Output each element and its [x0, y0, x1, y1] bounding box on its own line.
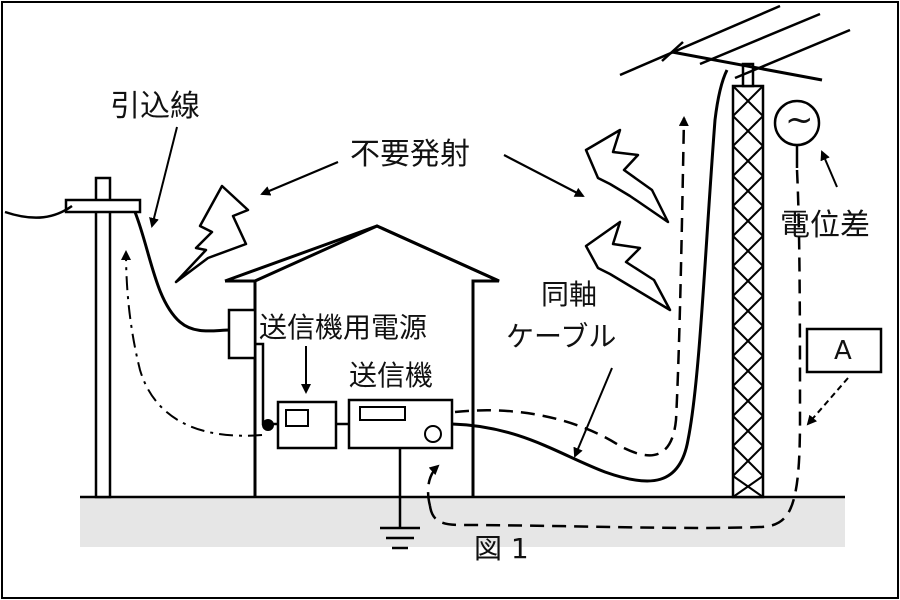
label-ammeter: A	[834, 336, 852, 366]
leader-emission-right	[503, 154, 585, 197]
ground-current-path	[428, 169, 802, 530]
tower-brace	[732, 355, 764, 387]
tower-brace	[732, 115, 764, 147]
label-unwanted-emission: 不要発射	[350, 137, 470, 172]
tower-brace	[732, 475, 764, 498]
coax-cable	[451, 69, 729, 483]
coax-outer-current	[454, 116, 689, 457]
tower-brace	[732, 175, 764, 207]
utility-pole	[64, 176, 142, 499]
tower-brace	[732, 445, 764, 477]
meter-box	[227, 308, 257, 360]
label-coax-line1: 同軸	[541, 278, 598, 311]
emission-bolt-lower	[584, 220, 672, 312]
label-transmitter: 送信機	[349, 359, 434, 392]
tower-brace	[732, 385, 764, 417]
label-transmitter-power: 送信機用電源	[259, 311, 428, 344]
label-ac-symbol: ~	[785, 100, 814, 140]
transmitter-power-supply	[276, 400, 338, 450]
supply-wire	[4, 204, 73, 219]
leader-emission-left	[260, 160, 339, 196]
leader-ammeter	[806, 377, 849, 426]
label-potential-difference: 電位差	[780, 208, 870, 243]
tower-brace	[732, 415, 764, 447]
tower-brace	[732, 145, 764, 177]
tower-brace	[732, 265, 764, 297]
leader-service-drop	[149, 126, 178, 228]
ground-current-arrow	[426, 464, 440, 507]
ground-area	[80, 497, 845, 547]
tower-brace	[732, 325, 764, 357]
tower-brace	[732, 235, 764, 267]
leader-potential-difference	[820, 150, 838, 188]
meter-to-psu-wire	[255, 342, 278, 426]
ground-symbol	[380, 448, 420, 550]
leader-coax	[573, 367, 613, 458]
tower-brace	[732, 205, 764, 237]
antenna-tower	[731, 84, 765, 499]
service-drop-wire	[133, 211, 231, 333]
tower-brace	[732, 295, 764, 327]
label-service-drop: 引込線	[110, 89, 200, 124]
label-coax-line2: ケーブル	[506, 320, 617, 353]
power-line-current	[121, 250, 263, 437]
tower-brace	[732, 85, 764, 117]
emission-bolt-house	[174, 184, 250, 284]
transmitter	[347, 398, 454, 450]
emission-bolt-upper	[584, 128, 670, 224]
ammeter-box	[805, 327, 883, 374]
junction-dot	[262, 419, 274, 431]
label-figure: 図 1	[474, 532, 529, 565]
antenna	[619, 4, 851, 88]
